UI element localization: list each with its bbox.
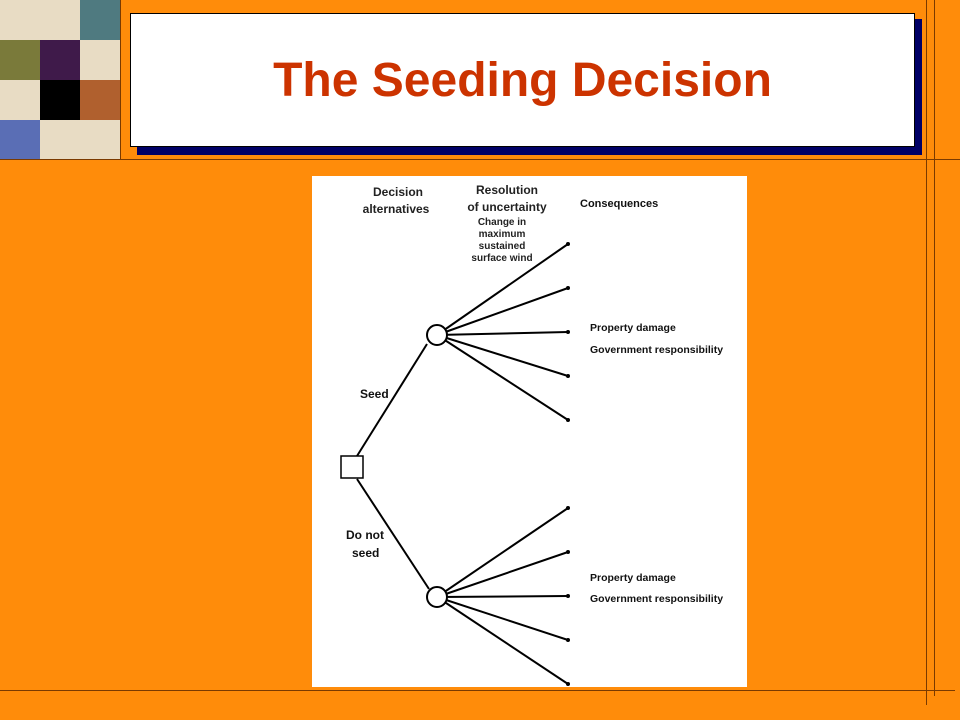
noseed-outcome-branch xyxy=(436,595,569,598)
title-box: The Seeding Decision xyxy=(130,13,915,147)
chance-node-do-not-seed xyxy=(426,586,448,608)
branch-line-seed xyxy=(356,343,428,457)
header-change-line1: Change in xyxy=(478,217,526,228)
vertical-rule-right xyxy=(926,0,927,705)
noseed-outcome-branch xyxy=(436,596,569,685)
horizontal-rule-bottom xyxy=(0,690,955,691)
seed-consequence-government-responsibility: Government responsibility xyxy=(590,344,723,356)
header-decision-line1: Decision xyxy=(373,185,423,199)
noseed-outcome-endpoint xyxy=(566,550,570,554)
seed-outcome-branch xyxy=(436,287,569,336)
header-change-line3: sustained xyxy=(479,241,526,252)
seed-consequence-property-damage: Property damage xyxy=(590,322,676,334)
noseed-outcome-endpoint xyxy=(566,638,570,642)
seed-outcome-endpoint xyxy=(566,286,570,290)
branch-line-do-not-seed xyxy=(356,478,430,590)
noseed-consequence-government-responsibility: Government responsibility xyxy=(590,593,723,605)
mosaic-tile xyxy=(0,40,40,80)
seed-outcome-branch xyxy=(436,243,569,336)
vertical-rule-left xyxy=(120,0,121,160)
no-seed-outcome-branches xyxy=(436,506,570,686)
header-decision-line2: alternatives xyxy=(363,202,430,216)
noseed-outcome-branch xyxy=(436,507,569,598)
noseed-consequence-property-damage: Property damage xyxy=(590,572,676,584)
mosaic-tile xyxy=(80,80,120,120)
noseed-outcome-endpoint xyxy=(566,506,570,510)
mosaic-tile xyxy=(40,80,80,120)
branch-label-do-not-line1: Do not xyxy=(346,528,384,542)
noseed-outcome-branch xyxy=(436,596,569,641)
mosaic-tile xyxy=(80,120,120,160)
branch-label-do-not-line2: seed xyxy=(352,546,379,560)
branch-label-seed: Seed xyxy=(360,387,389,401)
seed-outcome-endpoint xyxy=(566,242,570,246)
seed-outcome-branch xyxy=(436,334,569,377)
seed-outcome-endpoint xyxy=(566,418,570,422)
seed-outcome-endpoint xyxy=(566,374,570,378)
noseed-outcome-branch xyxy=(436,551,569,598)
noseed-outcome-endpoint xyxy=(566,682,570,686)
header-resolution-line1: Resolution xyxy=(476,183,538,197)
vertical-rule-right-inner xyxy=(934,0,935,696)
mosaic-tile xyxy=(80,0,120,40)
mosaic-tile xyxy=(0,0,40,40)
seed-outcome-endpoint xyxy=(566,330,570,334)
mosaic-tile xyxy=(0,120,40,160)
seed-outcome-branch xyxy=(436,331,569,336)
decision-tree-panel: Decision alternatives Resolution of unce… xyxy=(312,176,747,687)
noseed-outcome-endpoint xyxy=(566,594,570,598)
seed-outcome-branch xyxy=(436,334,569,421)
decision-tree: Decision alternatives Resolution of unce… xyxy=(340,183,723,686)
header-consequences: Consequences xyxy=(580,198,658,210)
chance-node-seed xyxy=(426,324,448,346)
decision-node xyxy=(340,455,364,479)
decorative-mosaic xyxy=(0,0,120,160)
mosaic-tile xyxy=(40,0,80,40)
horizontal-rule-top xyxy=(0,159,960,160)
header-change-line4: surface wind xyxy=(471,253,532,264)
mosaic-tile xyxy=(40,120,80,160)
seed-outcome-branches xyxy=(436,242,570,422)
slide-title: The Seeding Decision xyxy=(273,53,772,107)
header-change-line2: maximum xyxy=(479,229,526,240)
header-resolution-line2: of uncertainty xyxy=(467,200,547,214)
mosaic-tile xyxy=(0,80,40,120)
mosaic-tile xyxy=(80,40,120,80)
mosaic-tile xyxy=(40,40,80,80)
